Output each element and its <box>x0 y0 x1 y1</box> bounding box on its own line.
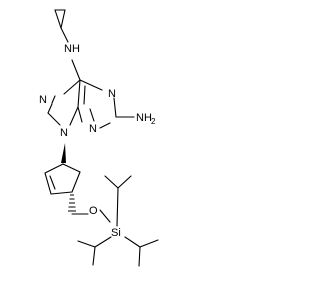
bond <box>77 240 96 248</box>
bond <box>116 187 119 227</box>
bond <box>60 27 69 43</box>
bond <box>77 79 81 108</box>
bond <box>54 9 62 29</box>
bond <box>49 175 56 190</box>
atom-o-ether: O <box>89 205 98 217</box>
atom-n3: N <box>89 123 97 135</box>
structure-svg: N H N N N N NH 2 O Si <box>39 9 159 267</box>
bond <box>94 236 112 248</box>
bond <box>138 246 141 267</box>
bond <box>83 85 86 105</box>
bond <box>99 209 111 223</box>
bond <box>62 163 81 173</box>
bond <box>44 172 52 195</box>
bond <box>139 239 159 248</box>
molecule-drawing: N H N N N N NH 2 O Si <box>39 9 159 267</box>
bond <box>50 191 73 195</box>
bond <box>51 95 56 104</box>
atom-nh2-subscript: 2 <box>151 117 156 126</box>
bond <box>69 106 79 126</box>
atom-n7: N <box>39 94 47 106</box>
bond <box>71 59 81 81</box>
bond <box>44 163 64 174</box>
atom-nh2: NH <box>136 112 152 124</box>
atom-n-cyclopropylamino: N <box>64 43 72 55</box>
bond <box>79 79 103 91</box>
atom-h-cyclopropylamino: H <box>72 43 80 55</box>
atom-n1: N <box>108 88 116 100</box>
atom-n9: N <box>60 127 68 139</box>
bond <box>60 9 66 29</box>
bond <box>113 97 117 118</box>
bond <box>71 171 81 193</box>
stereo-wedge-bond <box>61 143 66 163</box>
bond <box>47 112 61 126</box>
bond <box>92 246 96 266</box>
bond <box>89 108 95 122</box>
bond <box>99 122 111 129</box>
bond <box>104 175 119 189</box>
atom-si: Si <box>111 227 121 239</box>
bond <box>77 106 83 123</box>
bond <box>117 175 132 189</box>
bond <box>63 79 81 95</box>
bond <box>47 103 53 114</box>
bond <box>124 236 141 248</box>
stereo-hash-bond <box>68 194 76 212</box>
